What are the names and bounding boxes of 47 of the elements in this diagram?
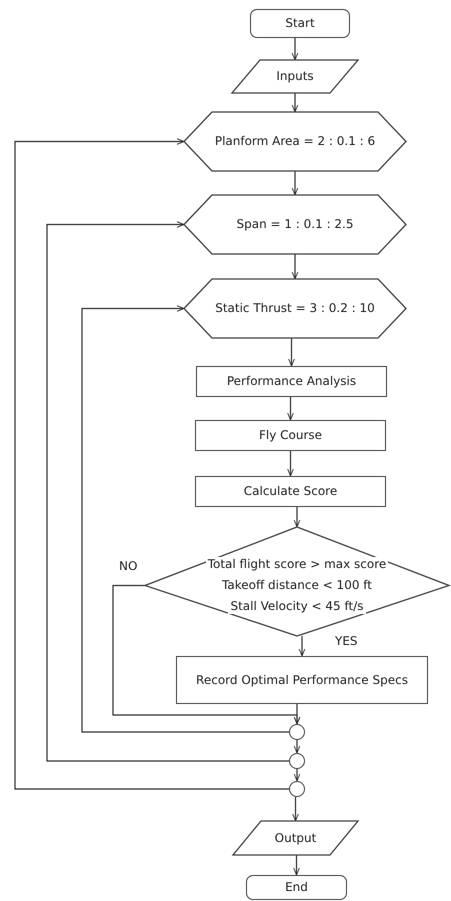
input-output-parallelogram bbox=[232, 60, 358, 93]
terminal-shape bbox=[250, 9, 350, 38]
node-label: End bbox=[285, 880, 308, 895]
junction-circle bbox=[289, 724, 305, 740]
loop-hexagon bbox=[184, 112, 406, 171]
arrow bbox=[294, 740, 300, 754]
decision-diamond bbox=[145, 527, 449, 636]
arrow bbox=[292, 254, 298, 280]
process-box bbox=[196, 366, 387, 397]
node-label: Planform Area = 2 : 0.1 : 6 bbox=[214, 134, 376, 149]
condition-text: Stall Velocity < 45 ft/s bbox=[228, 599, 366, 614]
node-label: Start bbox=[285, 16, 315, 31]
node-label: Record Optimal Performance Specs bbox=[196, 672, 408, 688]
node-label: Span = 1 : 0.1 : 2.5 bbox=[236, 217, 354, 232]
arrow bbox=[294, 704, 300, 724]
arrow bbox=[288, 338, 295, 366]
arrow bbox=[81, 305, 289, 733]
arrow bbox=[287, 451, 294, 476]
node-label: Static Thrust = 3 : 0.2 : 10 bbox=[215, 301, 375, 316]
arrow bbox=[14, 138, 289, 790]
node-label: Performance Analysis bbox=[226, 374, 356, 389]
arrow bbox=[294, 769, 300, 782]
arrow bbox=[292, 797, 299, 822]
edge-label: NO bbox=[118, 559, 138, 573]
node-label: Output bbox=[274, 830, 316, 846]
loop-hexagon bbox=[184, 279, 406, 338]
arrow bbox=[293, 855, 300, 876]
condition-text: Total flight score > max score bbox=[206, 557, 388, 572]
node-label: Calculate Score bbox=[244, 484, 338, 499]
input-output-parallelogram bbox=[233, 821, 358, 855]
node-label: Inputs bbox=[276, 69, 314, 84]
edge-label: YES bbox=[334, 634, 359, 648]
arrow bbox=[287, 397, 294, 420]
arrow bbox=[298, 636, 306, 656]
arrow bbox=[46, 221, 289, 762]
terminal-shape bbox=[246, 875, 347, 900]
node-label: Fly Course bbox=[258, 428, 322, 443]
arrow bbox=[292, 171, 298, 196]
arrow bbox=[292, 38, 298, 60]
junction-circle bbox=[289, 781, 305, 797]
loop-hexagon bbox=[184, 195, 406, 254]
process-box bbox=[195, 420, 386, 451]
process-box bbox=[176, 656, 428, 704]
junction-circle bbox=[289, 753, 305, 769]
process-box bbox=[195, 476, 386, 507]
arrow bbox=[292, 93, 298, 112]
arrow bbox=[294, 507, 300, 528]
